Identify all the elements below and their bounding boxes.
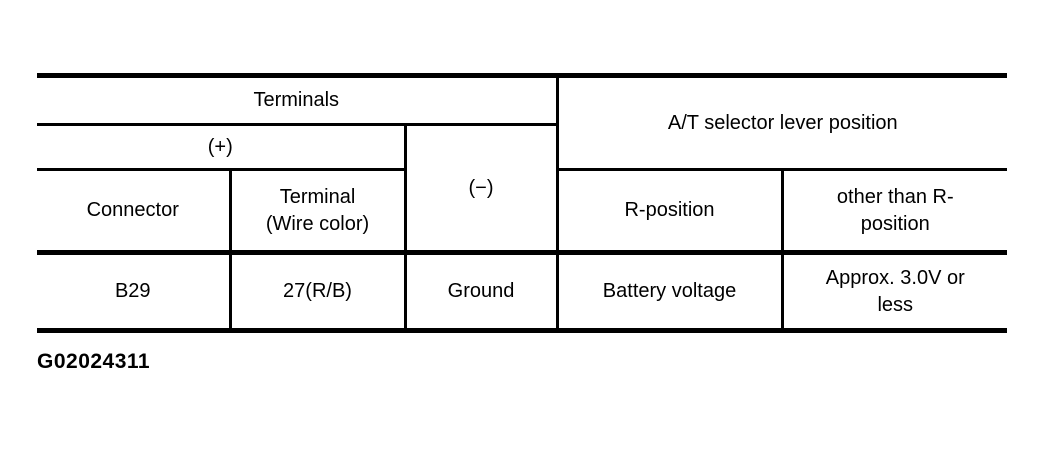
- minus-value-cell: Ground: [403, 252, 559, 333]
- terminals-header-cell: Terminals: [37, 73, 559, 126]
- r-position-value-cell: Battery voltage: [555, 252, 784, 333]
- terminal-wire-color-header-cell: Terminal (Wire color): [230, 169, 407, 255]
- other-than-r-position-header-cell: other than R- position: [780, 169, 1008, 255]
- connector-value-cell: B29: [37, 252, 232, 333]
- header-row-3: Connector Terminal (Wire color) R-positi…: [37, 169, 1008, 255]
- header-row-2: (+) (−): [37, 124, 1007, 255]
- terminal-spec-table: Terminals A/T selector lever position (+…: [37, 73, 1008, 333]
- at-selector-lever-position-header-cell: A/T selector lever position: [555, 73, 1008, 171]
- plus-terminal-header-cell: (+): [37, 124, 407, 171]
- figure-id: G02024311: [37, 350, 151, 373]
- data-row: B29 27(R/B) Ground Battery voltage Appro…: [37, 252, 1008, 333]
- terminal-wire-color-value-cell: 27(R/B): [230, 252, 407, 333]
- connector-header-cell: Connector: [37, 169, 232, 255]
- r-position-header-cell: R-position: [555, 169, 784, 255]
- minus-terminal-header-cell: (−): [403, 124, 559, 255]
- other-than-r-position-value-cell: Approx. 3.0V or less: [780, 252, 1008, 333]
- header-row-1: Terminals A/T selector lever position: [37, 73, 1008, 171]
